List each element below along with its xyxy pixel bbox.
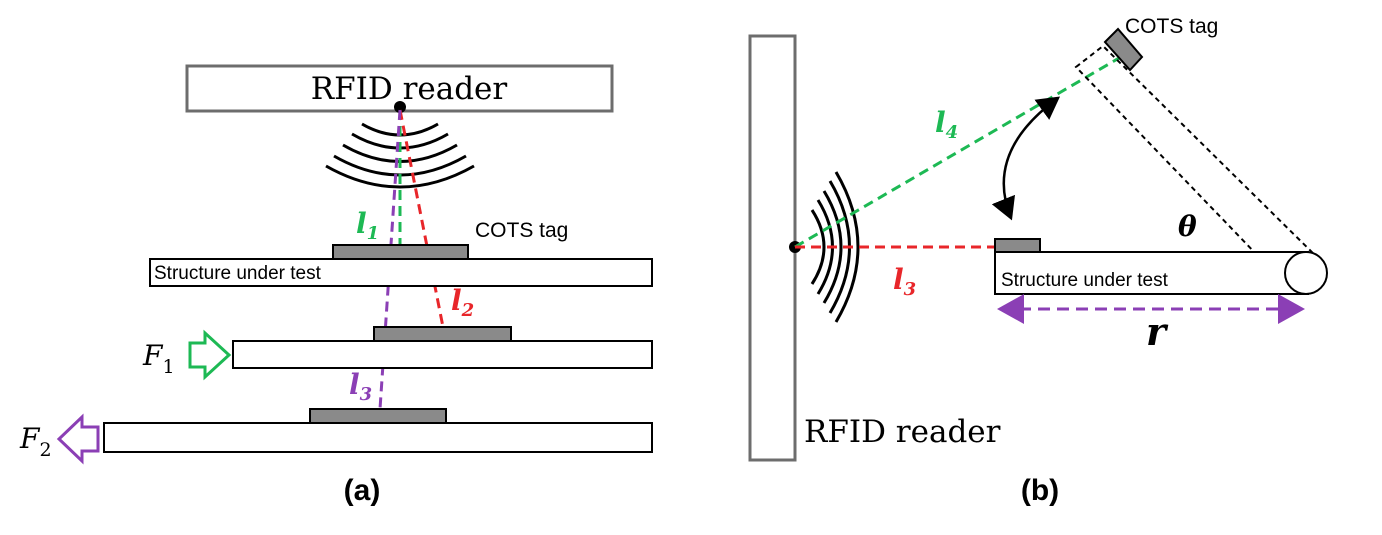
f1-label: F1 [142,339,175,378]
rotated-cots-tag [1103,27,1144,72]
r-label: r [1146,309,1169,354]
rfid-reader-label-a: RFID reader [311,71,508,107]
force-f1-arrow [188,329,232,381]
structure-label-a: Structure under test [154,263,322,284]
panel-b: RFID reader l4 l3 COTS tag Structure und… [748,15,1328,507]
structure-a0 [149,258,653,287]
l1-label: l1 [356,207,379,244]
tag-b [994,238,1041,253]
rotation-arc [991,96,1061,221]
cots-tag-label-a: COTS tag [475,219,568,242]
l4-label: l4 [935,106,958,143]
caption-b: (b) [1021,474,1059,507]
structure-label-b: Structure under test [1001,270,1169,291]
tag-a1 [373,326,512,342]
f2-label: F2 [19,422,52,461]
force-f2-arrow [56,413,100,465]
l2-path [398,109,445,328]
l3-label: l3 [349,368,372,405]
l2-label: l2 [451,284,474,321]
reader-antenna-dot-a [394,101,406,113]
rotated-structure-outline [1074,44,1327,288]
rfid-reader-box-b [748,34,797,462]
hinge-circle [1284,251,1328,295]
caption-a: (a) [344,474,381,507]
cots-tag-label-b: COTS tag [1125,15,1218,38]
l3-label-b: l3 [893,263,916,300]
tag-a0 [332,244,469,260]
l4-path [794,52,1127,249]
structure-a1 [232,340,653,369]
rfid-reader-label-b: RFID reader [804,414,1001,450]
structure-a2 [103,422,653,453]
panel-a: RFID reader l1 l2 l3 COTS tag Structure … [19,64,653,507]
tag-a2 [309,408,447,424]
theta-label: θ [1178,210,1197,243]
